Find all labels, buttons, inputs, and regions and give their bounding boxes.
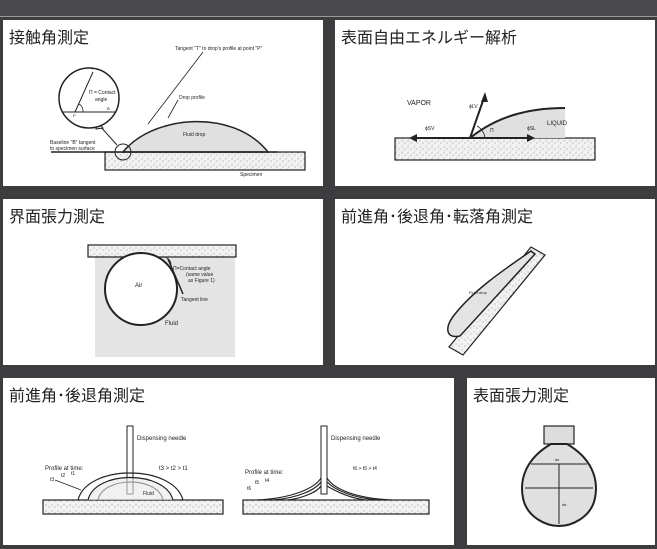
- label-t6: t6: [247, 486, 251, 492]
- panel-title: 前進角･後退角･転落角測定: [341, 207, 534, 226]
- fluid-drop-shape: [447, 250, 537, 338]
- contact-angle-diagram: Tangent "T" to drop's profile at point "…: [50, 46, 306, 178]
- right-profile-mirror-b: [326, 481, 379, 501]
- label-t1: t1: [71, 471, 75, 477]
- phi-sv-arrowhead: [409, 134, 417, 142]
- specimen-label: Specimen: [240, 172, 262, 178]
- air-label: Air: [135, 283, 142, 289]
- contact-angle-label-1: Π = Contact: [89, 90, 116, 96]
- top-plate: [87, 244, 237, 258]
- drop-profile-label: Drop profile: [179, 95, 205, 101]
- baseline-label-1: Baseline "B" tangent: [50, 140, 96, 146]
- interfacial-tension-diagram: Air Π=Contact angle (same value as Figur…: [87, 244, 237, 357]
- left-leader: [54, 479, 82, 491]
- left-profile-label: Profile at time:: [45, 466, 84, 472]
- needle-tip: [543, 425, 575, 445]
- phi-sl-label: ϕSL: [527, 126, 536, 132]
- panel-contact-angle: 接触角測定 Tangent "T" to drop's profile at p…: [3, 20, 323, 186]
- right-order-label: t6 > t5 > t4: [353, 466, 377, 472]
- solid-block: [394, 137, 596, 161]
- top-bar: [0, 0, 657, 17]
- magnifier-circle: [58, 67, 120, 129]
- right-profile-t4: [257, 477, 322, 501]
- pendant-drop-diagram: ds de: [521, 425, 597, 528]
- right-profile-mirror-a: [326, 477, 392, 501]
- left-profile-t2: [87, 476, 174, 501]
- phi-lv-arrow: [469, 94, 486, 139]
- right-needle: [320, 425, 328, 495]
- left-needle-label: Dispensing needle: [137, 436, 187, 442]
- fluid-label: Fluid: [165, 321, 178, 327]
- panel-title: 界面張力測定: [9, 207, 106, 226]
- tangent-label: Tangent "T" to drop's profile at point "…: [175, 46, 262, 52]
- inclined-plate: [448, 246, 546, 356]
- drop-profile-leader: [167, 99, 179, 119]
- specimen-block: [104, 151, 306, 171]
- panel-surface-energy: 表面自由エネルギー解析 VAPOR LIQUID ϕLV ϕSV ϕSL Π: [335, 20, 655, 186]
- liquid-label: LIQUID: [547, 121, 568, 127]
- label-t5: t5: [255, 480, 259, 486]
- panel-advancing-receding: 前進角･後退角測定 Dispensing needle Profile at t…: [3, 378, 454, 545]
- surface-energy-diagram: VAPOR LIQUID ϕLV ϕSV ϕSL Π: [394, 92, 596, 161]
- tangent-line-label: Tangent line: [181, 297, 208, 303]
- panel-title: 表面張力測定: [473, 386, 570, 405]
- baseline-label-2: to specimen surface: [50, 146, 95, 152]
- liquid-profile: [469, 107, 566, 139]
- de-label: de: [562, 502, 567, 507]
- zoom-angle-arc: [78, 103, 84, 113]
- right-profile-label: Profile at time:: [245, 470, 284, 476]
- left-order-label: t3 > t2 > t1: [159, 466, 188, 472]
- phi-sv-label: ϕSV: [425, 126, 435, 132]
- pi-label: Π: [490, 128, 494, 134]
- tangent-leader: [147, 51, 204, 125]
- panel-title: 前進角･後退角測定: [9, 386, 146, 405]
- panel-pendant-drop: 表面張力測定 ds de: [467, 378, 655, 545]
- panel-title: 表面自由エネルギー解析: [341, 28, 518, 47]
- sliding-angle-diagram: Fluid drop: [447, 246, 546, 356]
- fluid-drop-label: Fluid drop: [183, 132, 205, 138]
- panel-sliding-angle: 前進角･後退角･転落角測定 Fluid drop: [335, 199, 655, 365]
- contact-angle-label-2: angle: [95, 97, 107, 103]
- right-needle-label: Dispensing needle: [331, 436, 381, 442]
- label-t3: t3: [50, 477, 54, 483]
- advancing-receding-diagram: Dispensing needle Profile at time: t3 > …: [42, 425, 430, 515]
- label-t2: t2: [61, 473, 65, 479]
- vapor-label: VAPOR: [407, 100, 431, 107]
- contact-label-3: as Figure 1): [188, 278, 215, 284]
- ds-label: ds: [555, 457, 559, 462]
- magnifier-small-circle: [114, 143, 132, 161]
- contact-label-2: (same value: [186, 272, 213, 278]
- liquid-shape: [470, 108, 565, 138]
- point-t: T: [91, 66, 94, 71]
- right-substrate: [242, 499, 430, 515]
- phi-sl-arrowhead: [527, 134, 535, 142]
- left-fluid-label: Fluid: [143, 491, 154, 497]
- fluid-drop-label: Fluid drop: [469, 290, 488, 295]
- point-p: P: [73, 113, 76, 118]
- phi-lv-arrowhead: [481, 92, 488, 102]
- panel-title: 接触角測定: [9, 28, 90, 47]
- point-b: B: [107, 106, 110, 111]
- right-profile-t6: [287, 485, 322, 501]
- contact-label-1: Π=Contact angle: [173, 266, 211, 272]
- label-t4: t4: [265, 478, 269, 484]
- angle-arc: [162, 256, 172, 266]
- left-substrate: [42, 499, 224, 515]
- zoom-tangent: [74, 71, 94, 113]
- left-profile-t3: [77, 472, 184, 501]
- air-bubble: [104, 252, 178, 326]
- phi-lv-label: ϕLV: [469, 104, 478, 110]
- panel-interfacial-tension: 界面張力測定 Air Π=Contact angle (same value a…: [3, 199, 323, 365]
- fluid-drop-shape: [121, 120, 270, 153]
- angle-arc: [476, 125, 486, 139]
- tangent-line: [167, 258, 184, 295]
- right-profile-t5: [272, 481, 322, 501]
- right-profile-mirror-c: [326, 485, 366, 501]
